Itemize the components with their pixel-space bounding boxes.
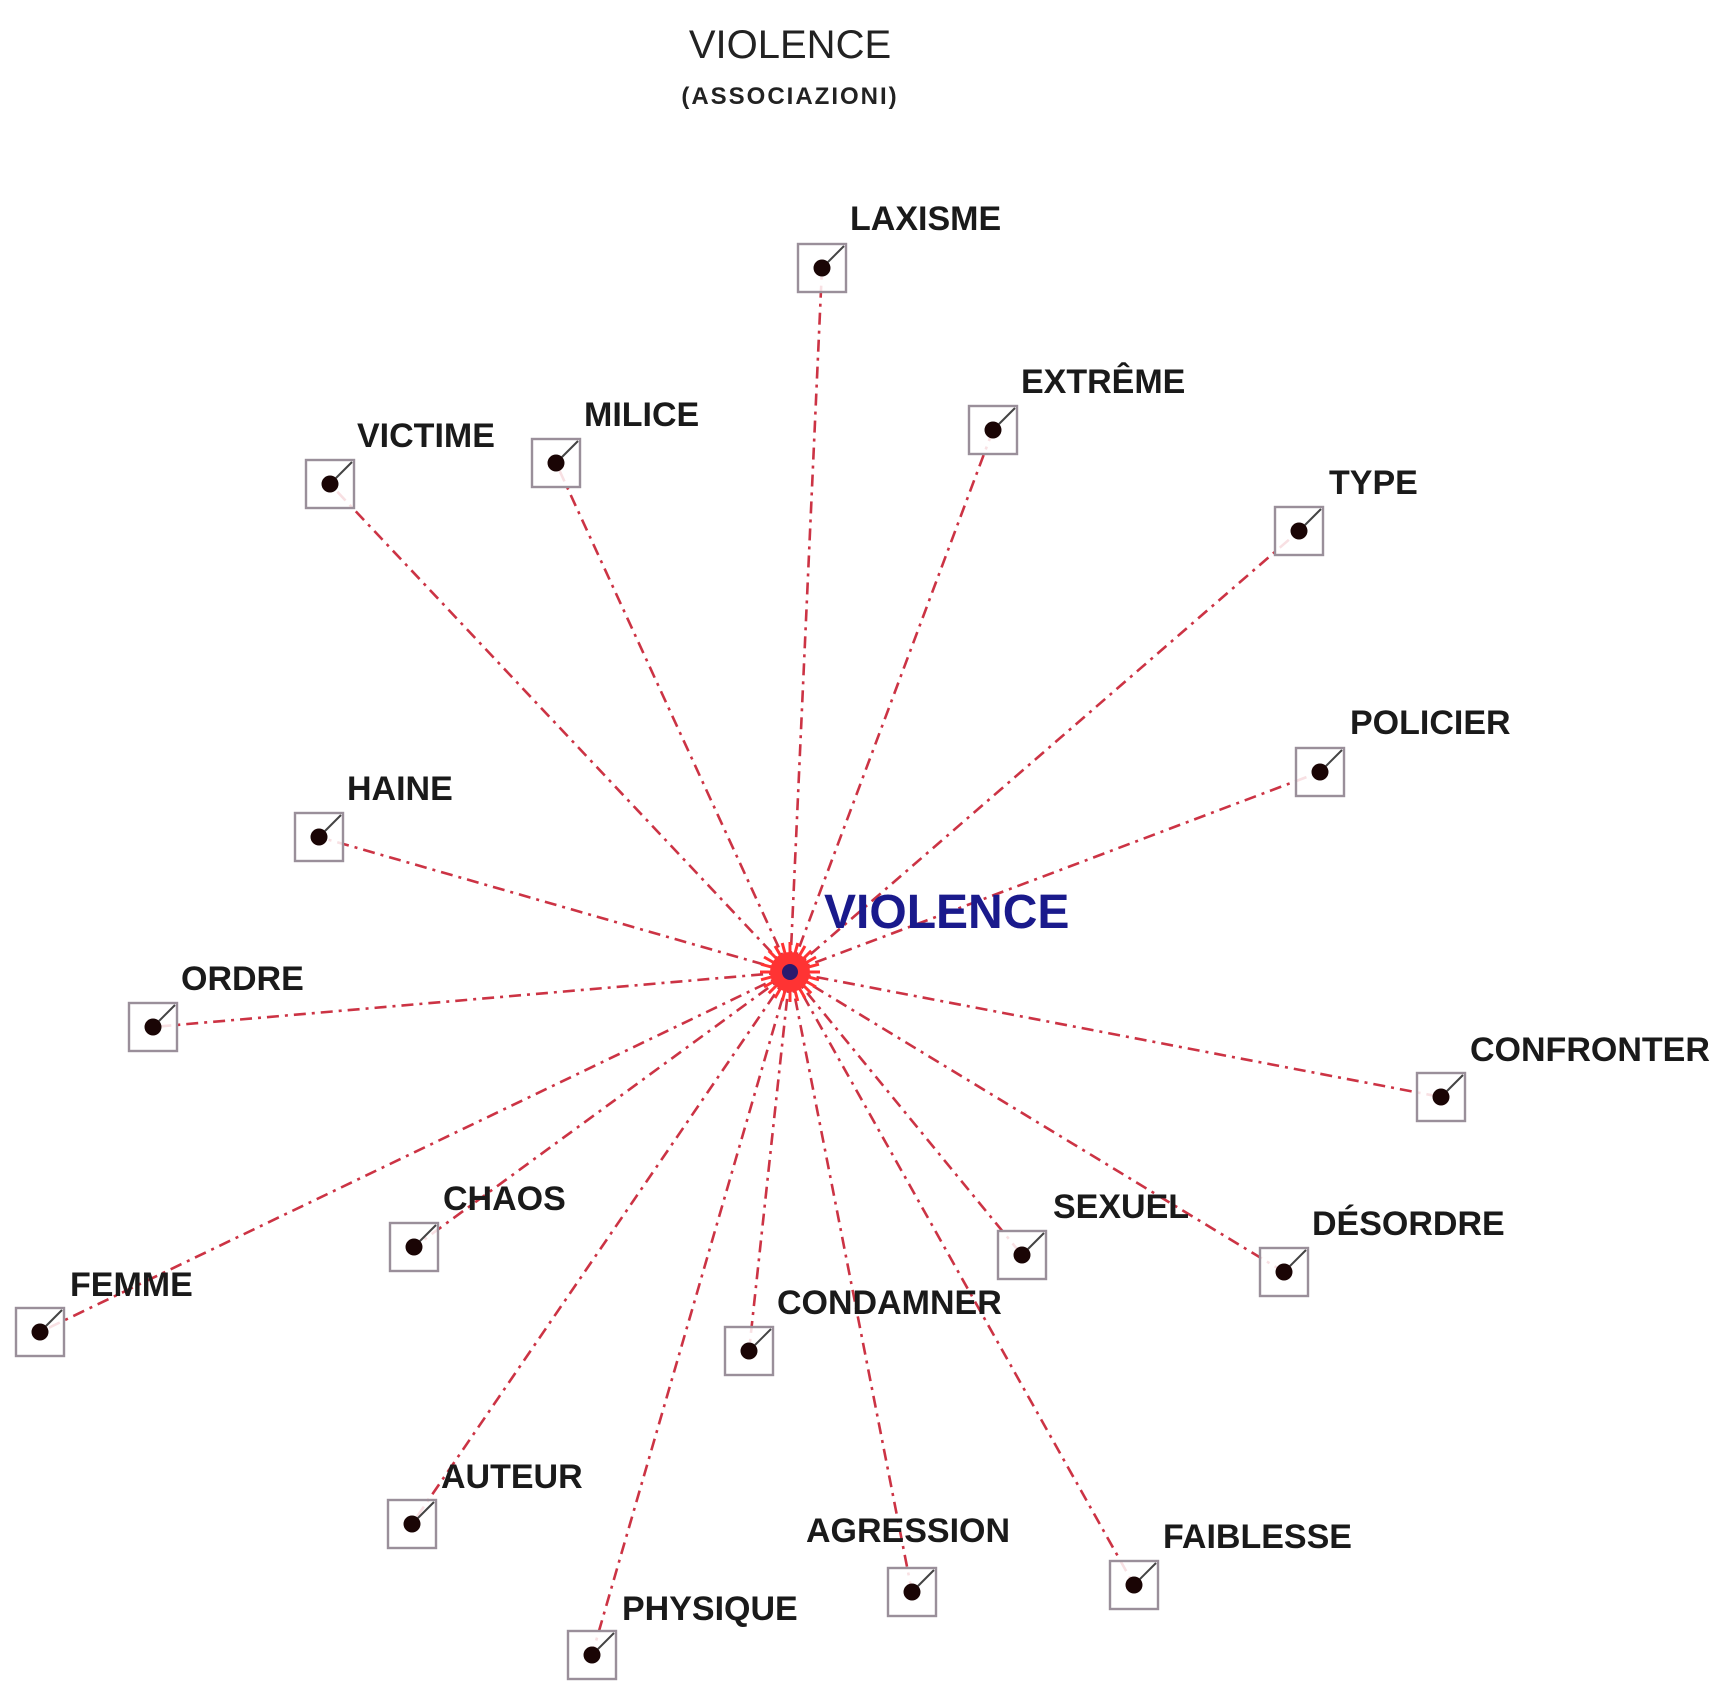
node-label-laxisme: LAXISME [850, 200, 1001, 238]
node-dot [1290, 522, 1308, 540]
node-label-milice: MILICE [584, 396, 699, 434]
node-haine[interactable]: HAINE [293, 770, 453, 863]
edge-laxisme [788, 267, 824, 973]
node-label-policier: POLICIER [1350, 704, 1511, 742]
node-label-agression: AGRESSION [806, 1512, 1010, 1550]
nodes-layer: LAXISME EXTRÊME TYPE POLICIER CONFRONTER DÉSO… [14, 200, 1710, 1681]
node-label-extreme: EXTRÊME [1021, 363, 1185, 401]
node-dot [405, 1238, 423, 1256]
edge-sexuel [788, 971, 1024, 1256]
node-dot [144, 1018, 162, 1036]
node-label-faiblesse: FAIBLESSE [1163, 1518, 1352, 1556]
edge-policier [789, 770, 1321, 974]
node-label-ordre: ORDRE [181, 960, 304, 998]
node-dot [1311, 763, 1329, 781]
center-label[interactable]: VIOLENCE [824, 886, 1069, 939]
edge-extreme [788, 429, 995, 973]
node-laxisme[interactable]: LAXISME [796, 200, 1001, 294]
node-agression[interactable]: AGRESSION [806, 1512, 1010, 1618]
edge-milice [554, 462, 792, 973]
node-dot [1125, 1576, 1143, 1594]
node-type[interactable]: TYPE [1273, 464, 1418, 557]
node-dot [547, 454, 565, 472]
edge-physique [590, 971, 792, 1656]
node-dot [403, 1515, 421, 1533]
node-faiblesse[interactable]: FAIBLESSE [1108, 1518, 1352, 1611]
node-dot [813, 259, 831, 277]
node-extreme[interactable]: EXTRÊME [967, 363, 1185, 456]
node-policier[interactable]: POLICIER [1294, 704, 1511, 798]
node-label-sexuel: SEXUEL [1053, 1188, 1189, 1226]
node-dot [740, 1342, 758, 1360]
node-physique[interactable]: PHYSIQUE [566, 1590, 798, 1681]
node-label-confronter: CONFRONTER [1470, 1031, 1710, 1069]
node-box [127, 1001, 179, 1053]
edge-confronter [789, 970, 1442, 1099]
edge-faiblesse [788, 971, 1136, 1586]
edge-auteur [410, 971, 792, 1525]
node-dot [1432, 1088, 1450, 1106]
node-label-femme: FEMME [70, 1266, 193, 1304]
node-dot [1013, 1246, 1031, 1264]
diagram-subtitle: (ASSOCIAZIONI) [681, 83, 898, 110]
node-condamner[interactable]: CONDAMNER [723, 1284, 1002, 1377]
center-node: VIOLENCE [760, 886, 1069, 1002]
node-label-type: TYPE [1329, 464, 1418, 502]
edge-condamner [747, 971, 792, 1352]
node-auteur[interactable]: AUTEUR [386, 1458, 583, 1550]
edges-layer [39, 267, 1442, 1656]
node-label-auteur: AUTEUR [441, 1458, 583, 1496]
node-dot [583, 1646, 601, 1664]
edge-chaos [413, 970, 791, 1249]
edge-type [789, 530, 1300, 973]
node-dot [903, 1583, 921, 1601]
node-dot [31, 1323, 49, 1341]
node-label-physique: PHYSIQUE [622, 1590, 798, 1628]
diagram-title: VIOLENCE [689, 23, 891, 67]
node-dot [984, 421, 1002, 439]
node-sexuel[interactable]: SEXUEL [996, 1188, 1189, 1281]
edge-femme [39, 970, 791, 1334]
node-dot [310, 828, 328, 846]
node-label-chaos: CHAOS [443, 1180, 566, 1218]
node-label-victime: VICTIME [357, 417, 495, 455]
node-dot [1275, 1263, 1293, 1281]
edge-ordre [152, 970, 791, 1029]
node-chaos[interactable]: CHAOS [388, 1180, 566, 1273]
center-dot [782, 964, 798, 980]
node-femme[interactable]: FEMME [14, 1266, 193, 1358]
node-label-haine: HAINE [347, 770, 453, 808]
node-dot [321, 475, 339, 493]
node-ordre[interactable]: ORDRE [127, 960, 304, 1053]
node-label-condamner: CONDAMNER [777, 1284, 1002, 1322]
node-label-desordre: DÉSORDRE [1312, 1205, 1505, 1243]
node-confronter[interactable]: CONFRONTER [1415, 1031, 1710, 1123]
edge-agression [788, 971, 914, 1593]
node-victime[interactable]: VICTIME [304, 417, 495, 510]
edge-desordre [789, 970, 1285, 1274]
node-milice[interactable]: MILICE [530, 396, 699, 489]
edge-victime [329, 483, 791, 973]
node-desordre[interactable]: DÉSORDRE [1258, 1205, 1505, 1298]
edge-haine [318, 835, 791, 974]
